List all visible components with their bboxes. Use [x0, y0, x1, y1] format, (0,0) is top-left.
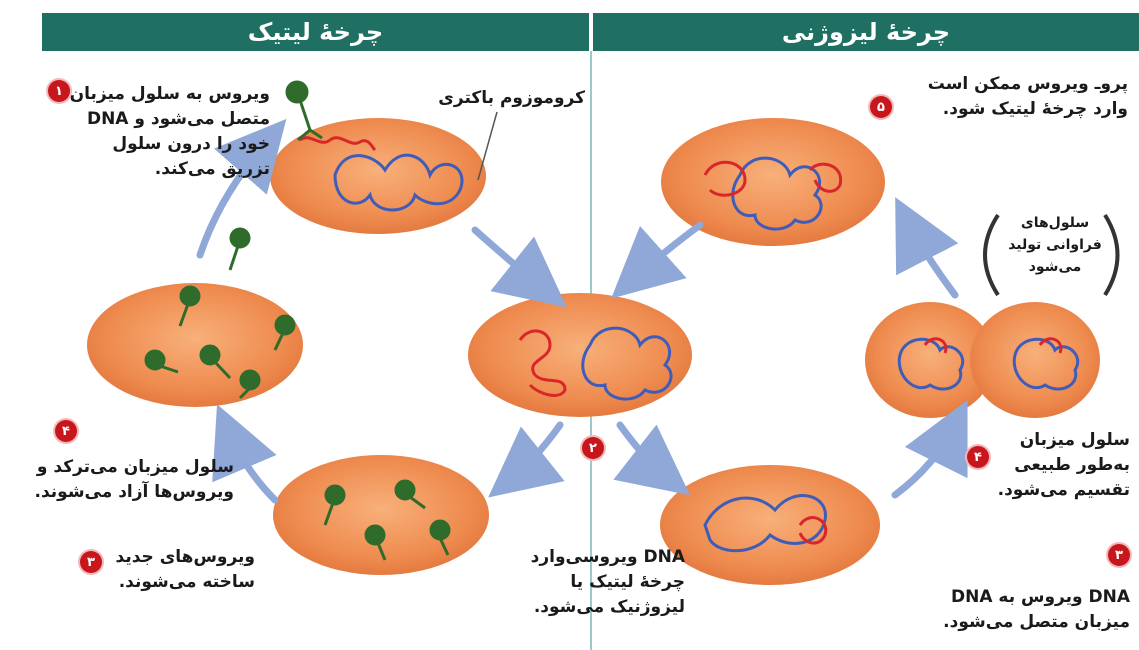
- step1-badge: ۱: [48, 80, 70, 102]
- arrow-integrate-to-divide: [895, 425, 955, 495]
- step3-lytic-label: ویروس‌های جدید ساخته می‌شوند.: [45, 545, 255, 595]
- cell-center: [468, 293, 692, 417]
- cell-bottom-right: [660, 465, 880, 585]
- chromosome-label: کروموزوم باکتری: [395, 86, 585, 111]
- many-cells-label: سلول‌های فراوانی تولید می‌شود: [1005, 212, 1105, 278]
- arrow-step1-to-center: [475, 230, 545, 290]
- cell-bottom-left: [273, 455, 489, 575]
- arrow-center-to-lytic: [510, 425, 560, 480]
- step3-lyso-label: DNA ویروس به DNA میزبان متصل می‌شود.: [905, 585, 1130, 635]
- chromosome-pointer: [478, 112, 497, 180]
- step4-lyso-badge: ۴: [967, 446, 989, 468]
- step1-label: ویروس به سلول میزبان متصل می‌شود و DNA خ…: [45, 82, 270, 182]
- arrow-center-to-lysogenic: [620, 425, 668, 478]
- arrow-prophage-to-center: [632, 225, 700, 280]
- dividing-cell-right: [970, 302, 1100, 418]
- step3-lytic-badge: ۳: [80, 551, 102, 573]
- arrow-lytic-up: [228, 430, 275, 500]
- step2-badge: ۲: [582, 437, 604, 459]
- step5-badge: ۵: [870, 96, 892, 118]
- step2-label: DNA ویروسی‌وارد چرخهٔ لیتیک یا لیزوژنیک …: [470, 545, 685, 620]
- many-cells-bracket-right: [1105, 215, 1118, 295]
- step3-lyso-badge: ۳: [1108, 544, 1130, 566]
- step4-lytic-badge: ۴: [55, 420, 77, 442]
- step5-label: پروـ ویروس ممکن است وارد چرخهٔ لیتیک شود…: [880, 72, 1128, 122]
- step4-lyso-label: سلول میزبان به‌طور طبیعی تقسیم می‌شود.: [995, 428, 1130, 503]
- step4-lytic-label: سلول میزبان می‌ترکد و ویروس‌ها آزاد می‌ش…: [12, 455, 234, 505]
- arrow-divide-to-prophage: [908, 222, 955, 295]
- many-cells-bracket-left: [985, 215, 998, 295]
